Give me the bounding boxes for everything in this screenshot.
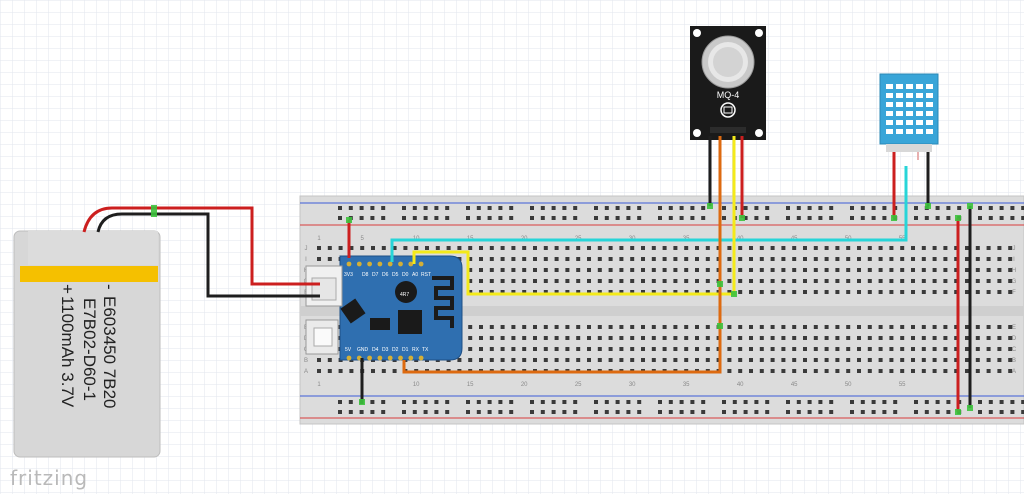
row-label: H <box>1012 268 1016 274</box>
pin-label-tx: TX <box>422 347 429 353</box>
column-label: 1 <box>317 236 321 242</box>
inductor-label: 4R7 <box>400 292 409 298</box>
battery-polarity-minus: - <box>100 284 119 290</box>
fritzing-logo: fritzing <box>10 466 89 490</box>
column-label: 25 <box>575 382 582 388</box>
row-label: J <box>305 246 308 252</box>
wire-red-battery <box>154 206 320 286</box>
pin-label-d4: D4 <box>372 347 379 353</box>
column-label: 55 <box>899 382 906 388</box>
pin-label-d0: D0 <box>402 272 409 278</box>
battery-black-lead <box>96 212 154 233</box>
column-label: 30 <box>629 382 636 388</box>
wemos-d1-mini-board: 3V3 D8 D7 D6 D5 D0 A0 RST 5V GND D4 D3 D… <box>305 255 463 361</box>
mq4-label: MQ-4 <box>717 90 740 100</box>
row-label: E <box>1012 325 1016 331</box>
row-label: I <box>305 257 307 263</box>
column-label: 5 <box>361 236 365 242</box>
lipo-battery: - E603450 7B20 E7B02-D60-1 + 1100mAh 3.7… <box>13 230 161 458</box>
battery-red-lead <box>82 206 154 233</box>
row-label: F <box>1012 290 1016 296</box>
pin-label-rst: RST <box>421 272 431 278</box>
column-label: 1 <box>317 382 321 388</box>
battery-label-line3: 1100mAh 3.7V <box>58 296 77 408</box>
mq4-gas-sensor: MQ-4 <box>690 26 766 140</box>
pin-label-d7: D7 <box>372 272 379 278</box>
pin-label-d6: D6 <box>382 272 389 278</box>
column-label: 40 <box>737 382 744 388</box>
wire-yellow-mq4-signal <box>412 136 736 296</box>
pin-label-d2: D2 <box>392 347 399 353</box>
battery-polarity-plus: + <box>58 284 77 294</box>
column-label: 45 <box>791 382 798 388</box>
column-label: 20 <box>521 382 528 388</box>
pin-label-d5: D5 <box>392 272 399 278</box>
regulator-chip <box>398 310 422 334</box>
row-label: I <box>1013 257 1015 263</box>
row-label: A <box>304 369 308 375</box>
pin-label-d8: D8 <box>362 272 369 278</box>
column-label: 35 <box>683 382 690 388</box>
dht11-sensor <box>879 73 939 152</box>
battery-label-line2: E7B02-D60-1 <box>80 298 99 401</box>
board-bottom-pin-labels: 5V GND D4 D3 D2 D1 RX TX <box>345 347 429 353</box>
row-label: D <box>1012 336 1017 342</box>
row-label: G <box>1012 279 1017 285</box>
wire-black-battery <box>154 212 320 298</box>
charger-chip <box>340 298 366 324</box>
battery-label-line1: E603450 7B20 <box>100 296 119 409</box>
pin-label-5v: 5V <box>345 347 352 353</box>
pin-label-3v3: 3V3 <box>344 272 353 278</box>
pin-label-d1: D1 <box>402 347 409 353</box>
row-label: A <box>1012 369 1016 375</box>
board-top-pin-labels: 3V3 D8 D7 D6 D5 D0 A0 RST <box>344 272 431 278</box>
column-label: 50 <box>845 382 852 388</box>
row-label: C <box>1012 347 1017 353</box>
row-label: B <box>1012 358 1016 364</box>
inductor <box>395 281 417 303</box>
wire-cyan-dht-data <box>390 166 908 262</box>
pin-label-d3: D3 <box>382 347 389 353</box>
pin-label-rx: RX <box>412 347 420 353</box>
row-label: B <box>304 358 308 364</box>
row-label: J <box>1013 246 1016 252</box>
column-label: 15 <box>467 382 474 388</box>
pin-label-gnd: GND <box>357 347 369 353</box>
pin-label-a0: A0 <box>412 272 418 278</box>
column-label: 10 <box>413 382 420 388</box>
